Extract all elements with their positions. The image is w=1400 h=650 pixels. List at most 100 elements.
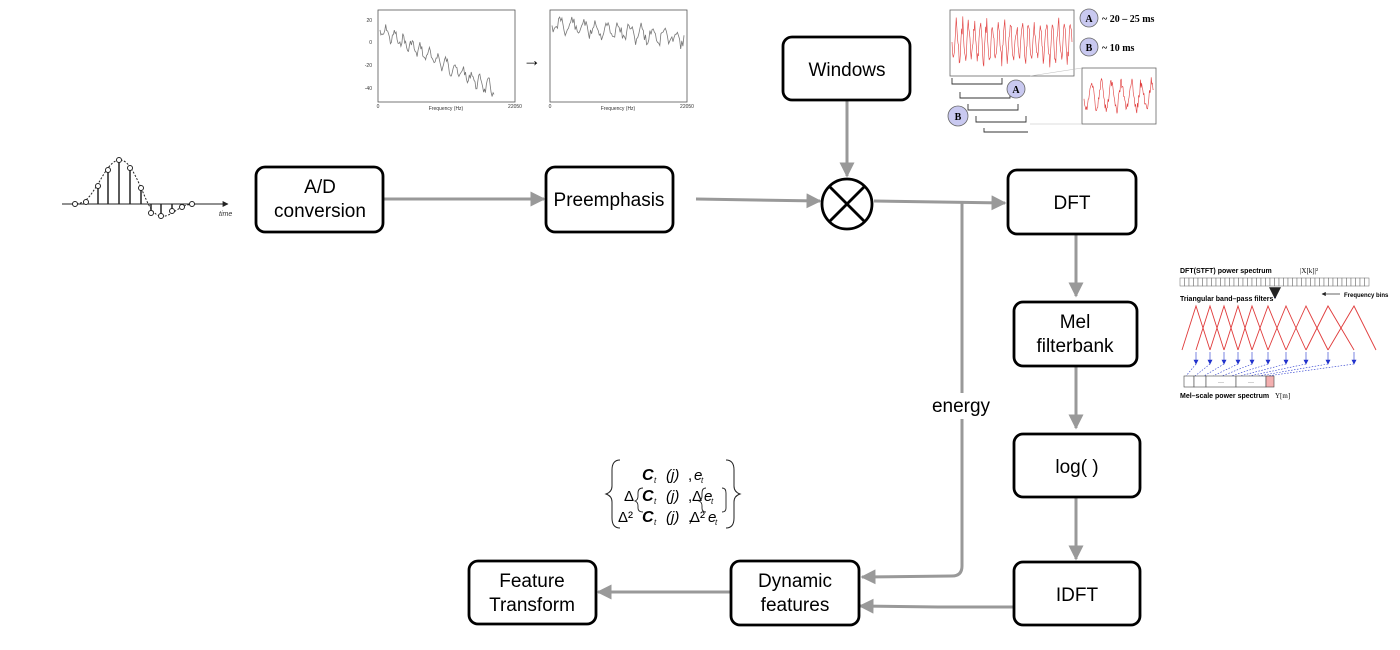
mel-arrow-head [1351,359,1357,365]
dft-bin-cell [1256,277,1262,287]
formula-row1-c: C [642,467,654,484]
dft-bin-cell [1193,277,1199,287]
sampled-waveform-illustration: time [62,157,232,219]
node-dft-label: DFT [1054,193,1091,214]
dft-bin-cell [1359,277,1365,287]
triangular-filter [1267,304,1307,351]
triangular-filter [1209,304,1239,351]
mel-arrow-head [1221,359,1227,365]
triangular-filter [1237,304,1269,351]
dft-bin-cell [1283,277,1289,287]
node-dynamic-features[interactable]: Dynamic features [729,559,861,627]
marker-b-text: B [955,112,962,123]
dft-bin-cell [1179,277,1185,287]
node-ad-line1: A/D [304,177,336,198]
node-feature-line1: Feature [499,571,564,592]
node-mel-filterbank[interactable]: Mel filterbank [1012,300,1139,368]
mel-arrow-head [1325,359,1331,365]
mel-mapping-line [1194,363,1211,377]
dft-bin-cell [1305,277,1311,287]
formula-row1-e-sub: t [701,476,704,485]
legend-a-text: ~ 20 – 25 ms [1102,14,1155,25]
spec-a-ytick-m40: -40 [365,86,372,92]
dft-bin-cell [1206,277,1212,287]
mel-mapping-line [1203,363,1225,377]
marker-b-bubble [947,105,969,127]
legend-b-marker: B [1086,43,1093,54]
dft-bin-cell [1350,277,1356,287]
node-ad-conversion[interactable]: A/D conversion [254,165,385,234]
triangular-filter [1181,304,1211,351]
node-feature-transform[interactable]: Feature Transform [467,559,598,626]
node-ad-line2: conversion [274,201,366,222]
dft-bin-cell [1229,277,1235,287]
mel-arrow-head [1303,359,1309,365]
dft-bin-cell [1323,277,1329,287]
formula-row2-sub: t [654,497,657,506]
dft-bin-cell [1269,277,1275,287]
dft-bin-cell [1215,277,1221,287]
dft-bin-cell [1355,277,1361,287]
mel-mapping-line [1221,363,1253,377]
formula-row3-c: C [642,509,654,526]
dft-bin-cell [1328,277,1334,287]
triangular-filter [1285,304,1329,351]
mel-inset-mel-label: Mel–scale power spectrum [1180,393,1269,400]
spec-a-ytick-0: 0 [369,40,372,46]
marker-a-text: A [1012,85,1020,96]
dft-bin-cell [1346,277,1352,287]
mel-mapping-line [1239,363,1287,377]
multiplier-node[interactable] [820,177,874,231]
node-mel-line1: Mel [1060,312,1091,333]
node-windows[interactable]: Windows [781,35,912,102]
dft-bin-cell [1260,277,1266,287]
mel-inset-freq-bins: Frequency bins [1344,293,1389,299]
edge-idft-to-dynamic [858,598,1014,614]
node-dft[interactable]: DFT [1006,168,1138,236]
formula-row2-delta: Δ [624,488,634,505]
node-preemphasis-label: Preemphasis [554,190,665,211]
dft-bin-cell [1287,277,1293,287]
dft-bin-cell [1301,277,1307,287]
node-log[interactable]: log( ) [1012,432,1142,499]
connectors [384,101,1084,614]
dft-bin-cell [1278,277,1284,287]
dft-bin-cell [1242,277,1248,287]
triangular-filter [1223,304,1253,351]
dft-bin-cell [1184,277,1190,287]
formula-row3-delta2-e: Δ² [690,509,705,526]
energy-label-bg [925,393,997,419]
spec-b-xlabel: Frequency (Hz) [601,106,636,112]
formula-row2-delta-e: Δ [692,488,702,505]
dft-bin-cell [1341,277,1347,287]
formula-row2-e-sub: t [711,497,714,506]
formula-row1-comma: , [688,467,692,484]
edge-multiplier-to-dft [873,195,1007,211]
node-preemphasis[interactable]: Preemphasis [544,165,675,234]
spec-a-xtick-0: 0 [377,104,380,110]
mel-mapping-line [1248,363,1307,377]
mel-mapping-line [1212,363,1239,377]
legend-b-text: ~ 10 ms [1102,43,1135,54]
legend-a-marker: A [1085,14,1093,25]
dft-bin-cell [1332,277,1338,287]
triangular-filter [1195,304,1225,351]
spectrum-plot-after: 0 22050 Frequency (Hz) [549,9,694,112]
dft-bin-cell [1233,277,1239,287]
edge-preemphasis-to-multiplier [695,193,822,209]
dft-bin-cell [1247,277,1253,287]
dft-bin-cell [1337,277,1343,287]
mel-mapping-line [1266,363,1355,377]
formula-row3-e-sub: t [715,518,718,527]
dft-bin-cell [1296,277,1302,287]
dft-bin-cell [1202,277,1208,287]
formula-row2-comma: , [688,488,692,505]
mel-filterbank-inset: DFT(STFT) power spectrum |X[k]|² Frequen… [1179,267,1389,400]
mel-cells-dots-2: ··· [1248,380,1254,386]
mel-inset-title-formula: |X[k]|² [1300,267,1318,275]
dft-bin-cell [1274,277,1280,287]
node-feature-line2: Transform [489,595,575,616]
dft-bin-cell [1238,277,1244,287]
node-idft[interactable]: IDFT [1012,560,1142,627]
marker-a-bubble [1006,79,1026,99]
